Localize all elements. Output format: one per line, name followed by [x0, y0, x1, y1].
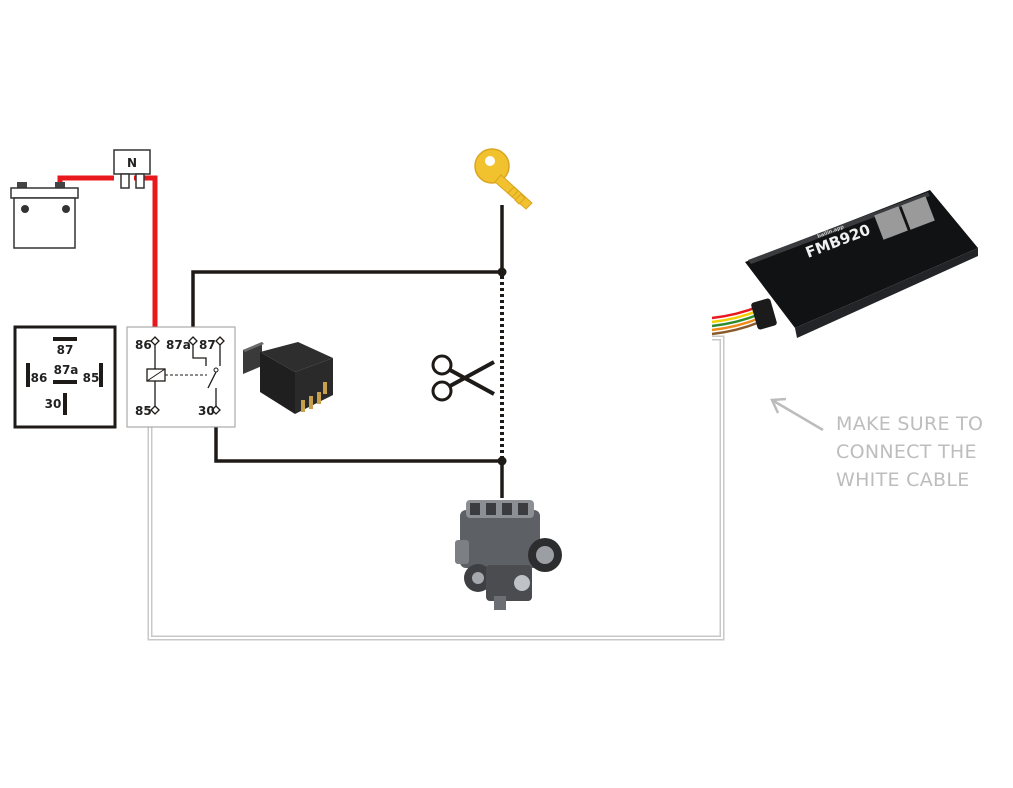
- ref-pin-85: 85: [83, 371, 100, 385]
- ref-pin-87: 87: [57, 343, 74, 357]
- battery-wire-to-relay: [134, 175, 158, 336]
- arrow-icon: [770, 397, 824, 432]
- junction-bottom: [497, 456, 507, 466]
- control-wires: [191, 205, 504, 498]
- relay-pin-reference: 87 87a 86 85 30: [13, 325, 117, 429]
- relay-pin-86: 86: [135, 338, 152, 352]
- white-cable-note: MAKE SURE TO CONNECT THE WHITE CABLE: [836, 410, 1006, 494]
- note-line-2: CONNECT THE: [836, 441, 977, 463]
- fuse-icon: N: [113, 149, 151, 189]
- fuse-label: N: [127, 156, 137, 170]
- battery-icon: [10, 182, 79, 249]
- white-cable: [147, 335, 725, 641]
- key-icon: [474, 148, 533, 210]
- battery-wire: [57, 175, 114, 183]
- ref-pin-30: 30: [45, 397, 62, 411]
- relay-photo-icon: [243, 342, 333, 414]
- scissors-icon: [431, 354, 495, 402]
- relay-pin-87: 87: [199, 338, 216, 352]
- relay-schematic: 86 87a 87 85 30: [126, 326, 236, 428]
- engine-icon: [455, 500, 562, 610]
- ref-pin-87a: 87a: [54, 363, 79, 377]
- relay-pin-30: 30: [198, 404, 215, 418]
- ref-pin-86: 86: [31, 371, 48, 385]
- relay-pin-85: 85: [135, 404, 152, 418]
- note-line-1: MAKE SURE TO: [836, 413, 984, 435]
- note-line-3: WHITE CABLE: [836, 469, 970, 491]
- relay-pin-87a: 87a: [166, 338, 191, 352]
- gps-tracker-icon: bailin.app FMB920: [711, 190, 978, 338]
- junction-top: [497, 267, 507, 277]
